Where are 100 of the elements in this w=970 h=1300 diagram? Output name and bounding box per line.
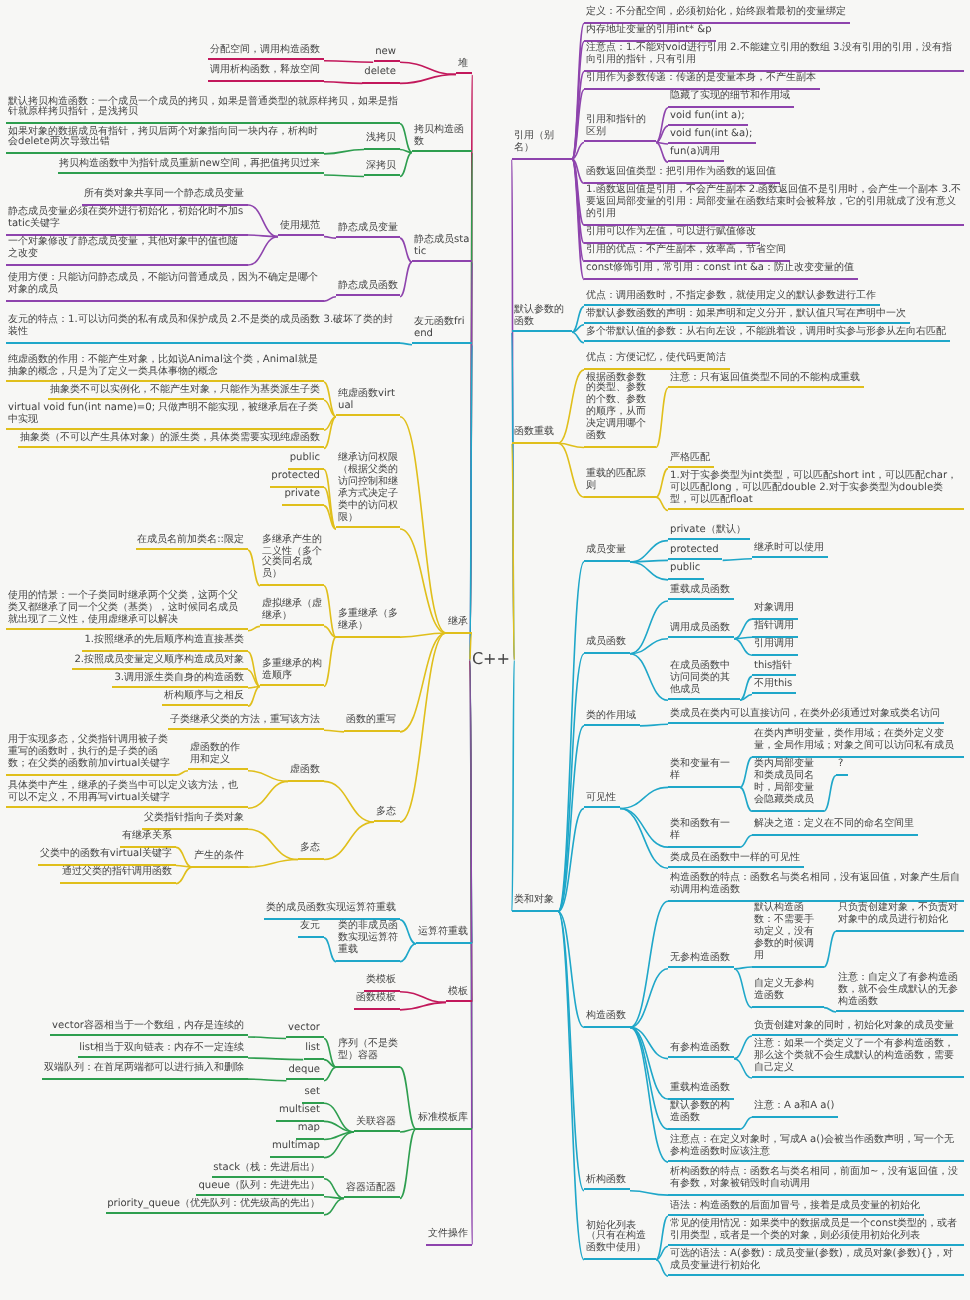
branch-line — [557, 369, 585, 445]
branch-line — [557, 561, 585, 913]
branch-line — [247, 858, 299, 868]
branch-line — [247, 235, 279, 266]
branch-line — [655, 496, 669, 512]
branch-line — [557, 910, 585, 1261]
branch-line — [323, 1037, 337, 1068]
branch-line — [399, 123, 413, 154]
branch-line — [629, 559, 669, 563]
branch-line — [399, 342, 413, 346]
branch-line — [733, 1057, 753, 1079]
branch-line — [399, 416, 447, 634]
branch-line — [399, 632, 447, 733]
branch-line — [247, 204, 279, 238]
branch-line — [247, 651, 261, 688]
branch-line — [511, 659, 515, 913]
branch-line — [619, 786, 669, 810]
branch-line — [247, 780, 289, 809]
branch-line — [323, 59, 374, 64]
branch-line — [629, 1189, 669, 1196]
branch-line — [557, 807, 585, 913]
branch-line — [557, 910, 585, 1029]
branch-line — [323, 174, 365, 178]
branch-line — [247, 1057, 305, 1061]
branch-line — [323, 148, 365, 155]
branch-line — [323, 1102, 355, 1133]
branch-line — [323, 821, 375, 861]
branch-line — [323, 636, 337, 688]
branch-line — [323, 416, 337, 450]
branch-line — [629, 1026, 669, 1060]
branch-line — [739, 786, 753, 812]
branch-line — [399, 942, 417, 963]
branch-line — [399, 151, 413, 178]
branch-line — [739, 834, 753, 848]
branch-line — [323, 1131, 355, 1141]
branch-line — [399, 1128, 417, 1133]
branch-line — [655, 141, 669, 145]
branch-line — [733, 1035, 753, 1060]
branch-line — [323, 486, 337, 530]
branch-line — [733, 967, 753, 1009]
branch-line — [511, 442, 515, 661]
branch-line — [619, 807, 669, 870]
branch-line — [399, 1128, 417, 1200]
branch-line — [399, 632, 447, 638]
branch-line — [629, 638, 669, 655]
branch-line — [469, 632, 473, 661]
branch-line — [571, 70, 585, 160]
branch-line — [247, 549, 261, 587]
branch-line — [571, 158, 585, 184]
branch-line — [247, 1078, 288, 1082]
branch-line — [655, 387, 669, 449]
branch-line — [323, 1196, 345, 1200]
branch-line — [323, 399, 337, 418]
branch-line — [571, 323, 585, 334]
branch-line — [247, 828, 299, 861]
branch-line — [571, 305, 585, 334]
branch-line — [629, 600, 669, 655]
branch-line — [571, 158, 585, 226]
branch-line — [629, 561, 669, 581]
branch-line — [323, 1197, 345, 1216]
branch-line — [323, 468, 337, 530]
branch-line — [323, 1120, 355, 1133]
branch-line — [399, 528, 447, 634]
branch-line — [619, 807, 669, 848]
branch-line — [175, 770, 189, 776]
branch-line — [323, 1131, 355, 1159]
central-topic: C++ — [469, 650, 515, 670]
branch-line — [247, 625, 261, 632]
branch-line — [557, 442, 585, 498]
branch-line — [557, 442, 585, 449]
branch-line — [629, 652, 669, 701]
branch-line — [323, 81, 364, 85]
branch-line — [571, 158, 585, 245]
branch-line — [247, 685, 261, 689]
branch-line — [639, 723, 669, 727]
branch-line — [175, 866, 193, 885]
branch-line — [175, 864, 193, 868]
branch-line — [571, 141, 585, 160]
branch-line — [655, 467, 669, 498]
branch-line — [733, 638, 753, 657]
branch-line — [399, 261, 413, 298]
branch-line — [399, 990, 447, 1004]
branch-line — [655, 1215, 669, 1261]
branch-line — [399, 1001, 447, 1011]
branch-line — [323, 504, 337, 530]
branch-line — [629, 1026, 669, 1100]
branch-line — [571, 331, 585, 344]
branch-line — [629, 539, 669, 563]
branch-line — [739, 756, 753, 789]
branch-line — [323, 780, 375, 823]
branch-line — [323, 1177, 345, 1200]
branch-line — [399, 918, 417, 945]
branch-line — [247, 669, 261, 688]
branch-line — [323, 585, 337, 638]
branch-line — [323, 937, 337, 963]
branch-line — [655, 125, 669, 144]
branch-line — [557, 725, 585, 913]
branch-line — [323, 625, 337, 638]
branch-line — [247, 1036, 287, 1040]
branch-line — [629, 1026, 669, 1130]
